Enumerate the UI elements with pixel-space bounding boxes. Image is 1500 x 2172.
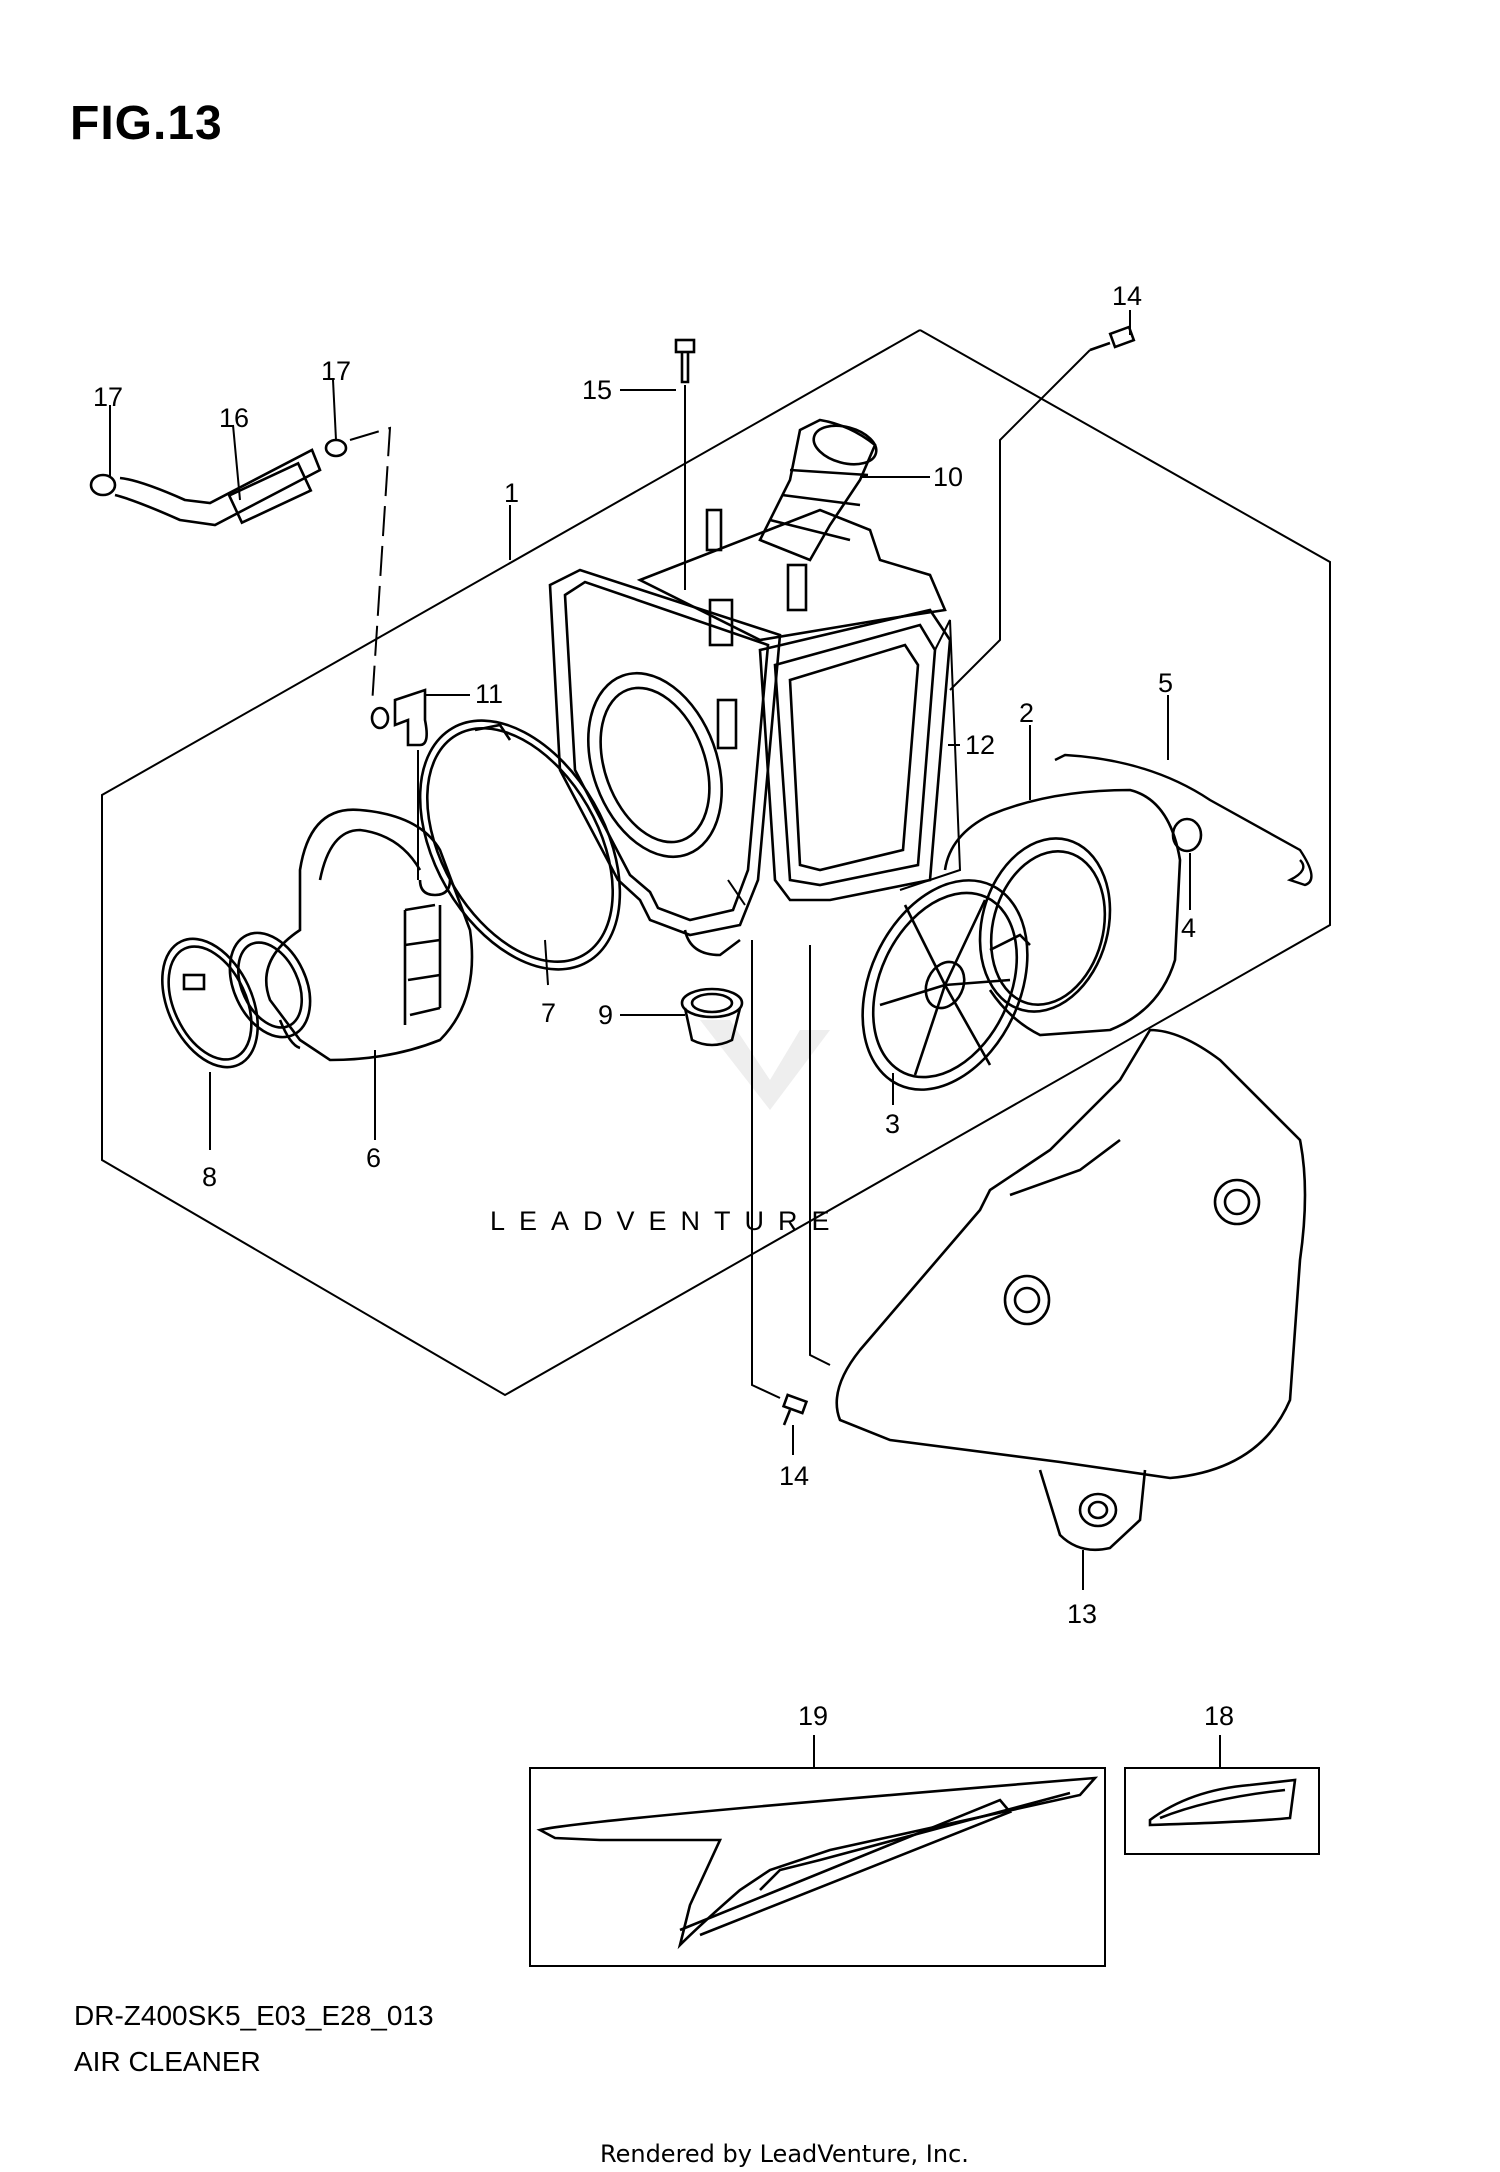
bolt-14-top-dash [949,349,1091,691]
duct-clamp [161,937,259,1069]
bolt-15 [674,338,696,384]
callout-7: 7 [541,998,556,1028]
hose-connection-dash [349,426,392,706]
callout-14-bottom: 14 [779,1461,809,1491]
bolt-14-top [1089,325,1136,352]
callout-4: 4 [1181,913,1196,943]
callout-11: 11 [475,679,503,709]
callout-1: 1 [504,478,519,508]
air-filter-element [943,788,1182,1037]
figure-title: FIG.13 [70,97,223,150]
decal-19-box [529,1767,1106,1967]
callout-16: 16 [219,403,249,433]
watermark: LEADVENTURE [490,1020,844,1236]
elbow-fitting [370,688,428,747]
callout-18: 18 [1204,1701,1234,1731]
decal-18-graphic [1148,1778,1297,1827]
case-to-cover-line-b [809,945,831,1366]
decal-18-box [1124,1767,1320,1855]
bolt-14-bottom [781,1393,809,1426]
callout-10: 10 [933,462,963,492]
clamp-ring [418,719,622,971]
render-credit: Rendered by LeadVenture, Inc. [600,2140,969,2168]
callout-3: 3 [885,1109,900,1139]
callout-6: 6 [366,1143,381,1173]
callout-2: 2 [1019,698,1034,728]
assembly-boundary [101,329,1331,1397]
callout-8: 8 [202,1162,217,1192]
diagram-subtitle: AIR CLEANER [74,2046,261,2077]
air-cleaner-case [548,508,952,957]
model-code: DR-Z400SK5_E03_E28_013 [74,2000,434,2031]
callout-leaders [109,310,1221,1768]
callout-19: 19 [798,1701,828,1731]
callout-17-right: 17 [321,356,351,386]
hose-clamp-left [89,473,117,497]
hose-clamp-right [324,438,348,458]
callout-17-left: 17 [93,382,123,412]
callout-15: 15 [582,375,612,405]
wire-retainer [1054,753,1313,887]
callout-12: 12 [965,730,995,760]
grommet [680,987,744,1047]
washer [1171,817,1203,853]
case-to-cover-line-a [751,940,781,1399]
side-cover [835,1028,1307,1552]
inlet-duct [228,808,474,1062]
intake-boot [758,418,878,562]
callout-9: 9 [598,1000,613,1030]
breather-hose [114,448,322,527]
case-to-cover-line-c [727,879,746,906]
watermark-text: LEADVENTURE [490,1206,844,1236]
callout-13: 13 [1067,1599,1097,1629]
callout-14-top: 14 [1112,281,1142,311]
callout-5: 5 [1158,668,1173,698]
decal-19-graphic [536,1776,1099,1950]
